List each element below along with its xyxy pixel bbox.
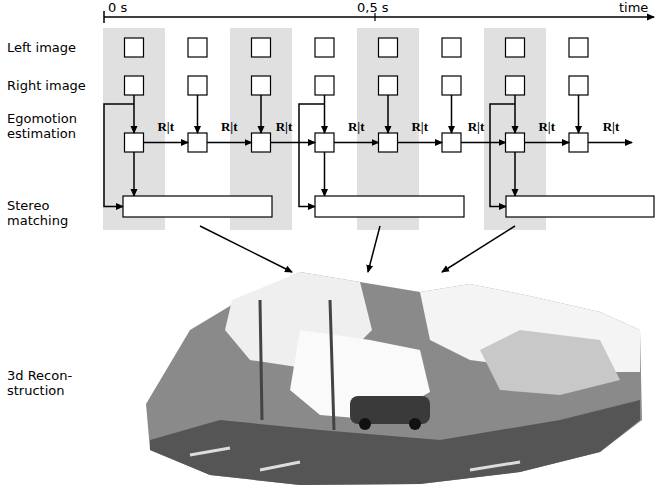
frame-box: [315, 38, 334, 57]
arrow: [144, 142, 189, 144]
frame-box: [315, 133, 334, 152]
arrow: [514, 152, 516, 196]
arrow: [588, 142, 632, 144]
row-label: Left image: [7, 40, 76, 55]
frame-box: [188, 38, 207, 57]
transform-label: R|t: [538, 119, 555, 134]
frame-box: [506, 133, 525, 152]
arrow: [461, 142, 506, 144]
arrow: [133, 152, 135, 196]
frame-box: [252, 133, 271, 152]
arrow: [299, 104, 325, 207]
frame-box: [188, 133, 207, 152]
row-label: 3d Recon- struction: [7, 368, 87, 398]
arrow: [271, 142, 316, 144]
frame-box: [506, 76, 525, 95]
frame-box: [506, 38, 525, 57]
frame-box: [252, 76, 271, 95]
arrow: [578, 95, 580, 133]
arrow: [525, 142, 570, 144]
frame-box: [569, 38, 588, 57]
frame-box: [315, 76, 334, 95]
frame-box: [188, 76, 207, 95]
frame-box: [379, 133, 398, 152]
transform-label: R|t: [468, 119, 485, 134]
arrow: [334, 142, 379, 144]
transform-label: R|t: [157, 119, 174, 134]
transform-label: R|t: [603, 119, 620, 134]
arrow: [324, 95, 326, 133]
arrow: [387, 95, 389, 133]
arrow: [514, 95, 516, 133]
row-label: Egomotion estimation: [7, 111, 92, 141]
frame-box: [442, 38, 461, 57]
arrow: [490, 104, 515, 207]
frame-box: [442, 76, 461, 95]
frame-box: [125, 38, 144, 57]
row-label: Right image: [7, 78, 86, 93]
frame-box: [379, 38, 398, 57]
arrow: [197, 95, 199, 133]
row-label: Stereo matching: [7, 198, 92, 228]
transform-label: R|t: [221, 119, 238, 134]
frame-box: [569, 76, 588, 95]
arrow: [398, 142, 443, 144]
row-label: 0,5 s: [357, 0, 389, 15]
arrow: [207, 142, 252, 144]
frame-box: [569, 133, 588, 152]
transform-label: R|t: [411, 119, 428, 134]
frame-box: [252, 38, 271, 57]
arrow: [324, 152, 326, 196]
frame-box: [379, 76, 398, 95]
transform-label: R|t: [348, 119, 365, 134]
arrow: [260, 95, 262, 133]
frame-box: [442, 133, 461, 152]
row-label: time: [619, 0, 648, 15]
row-label: 0 s: [108, 0, 127, 15]
arrow: [451, 95, 453, 133]
transform-label: R|t: [276, 119, 293, 134]
frame-box: [125, 133, 144, 152]
arrow: [104, 104, 134, 207]
arrow: [133, 95, 135, 133]
frame-box: [125, 76, 144, 95]
